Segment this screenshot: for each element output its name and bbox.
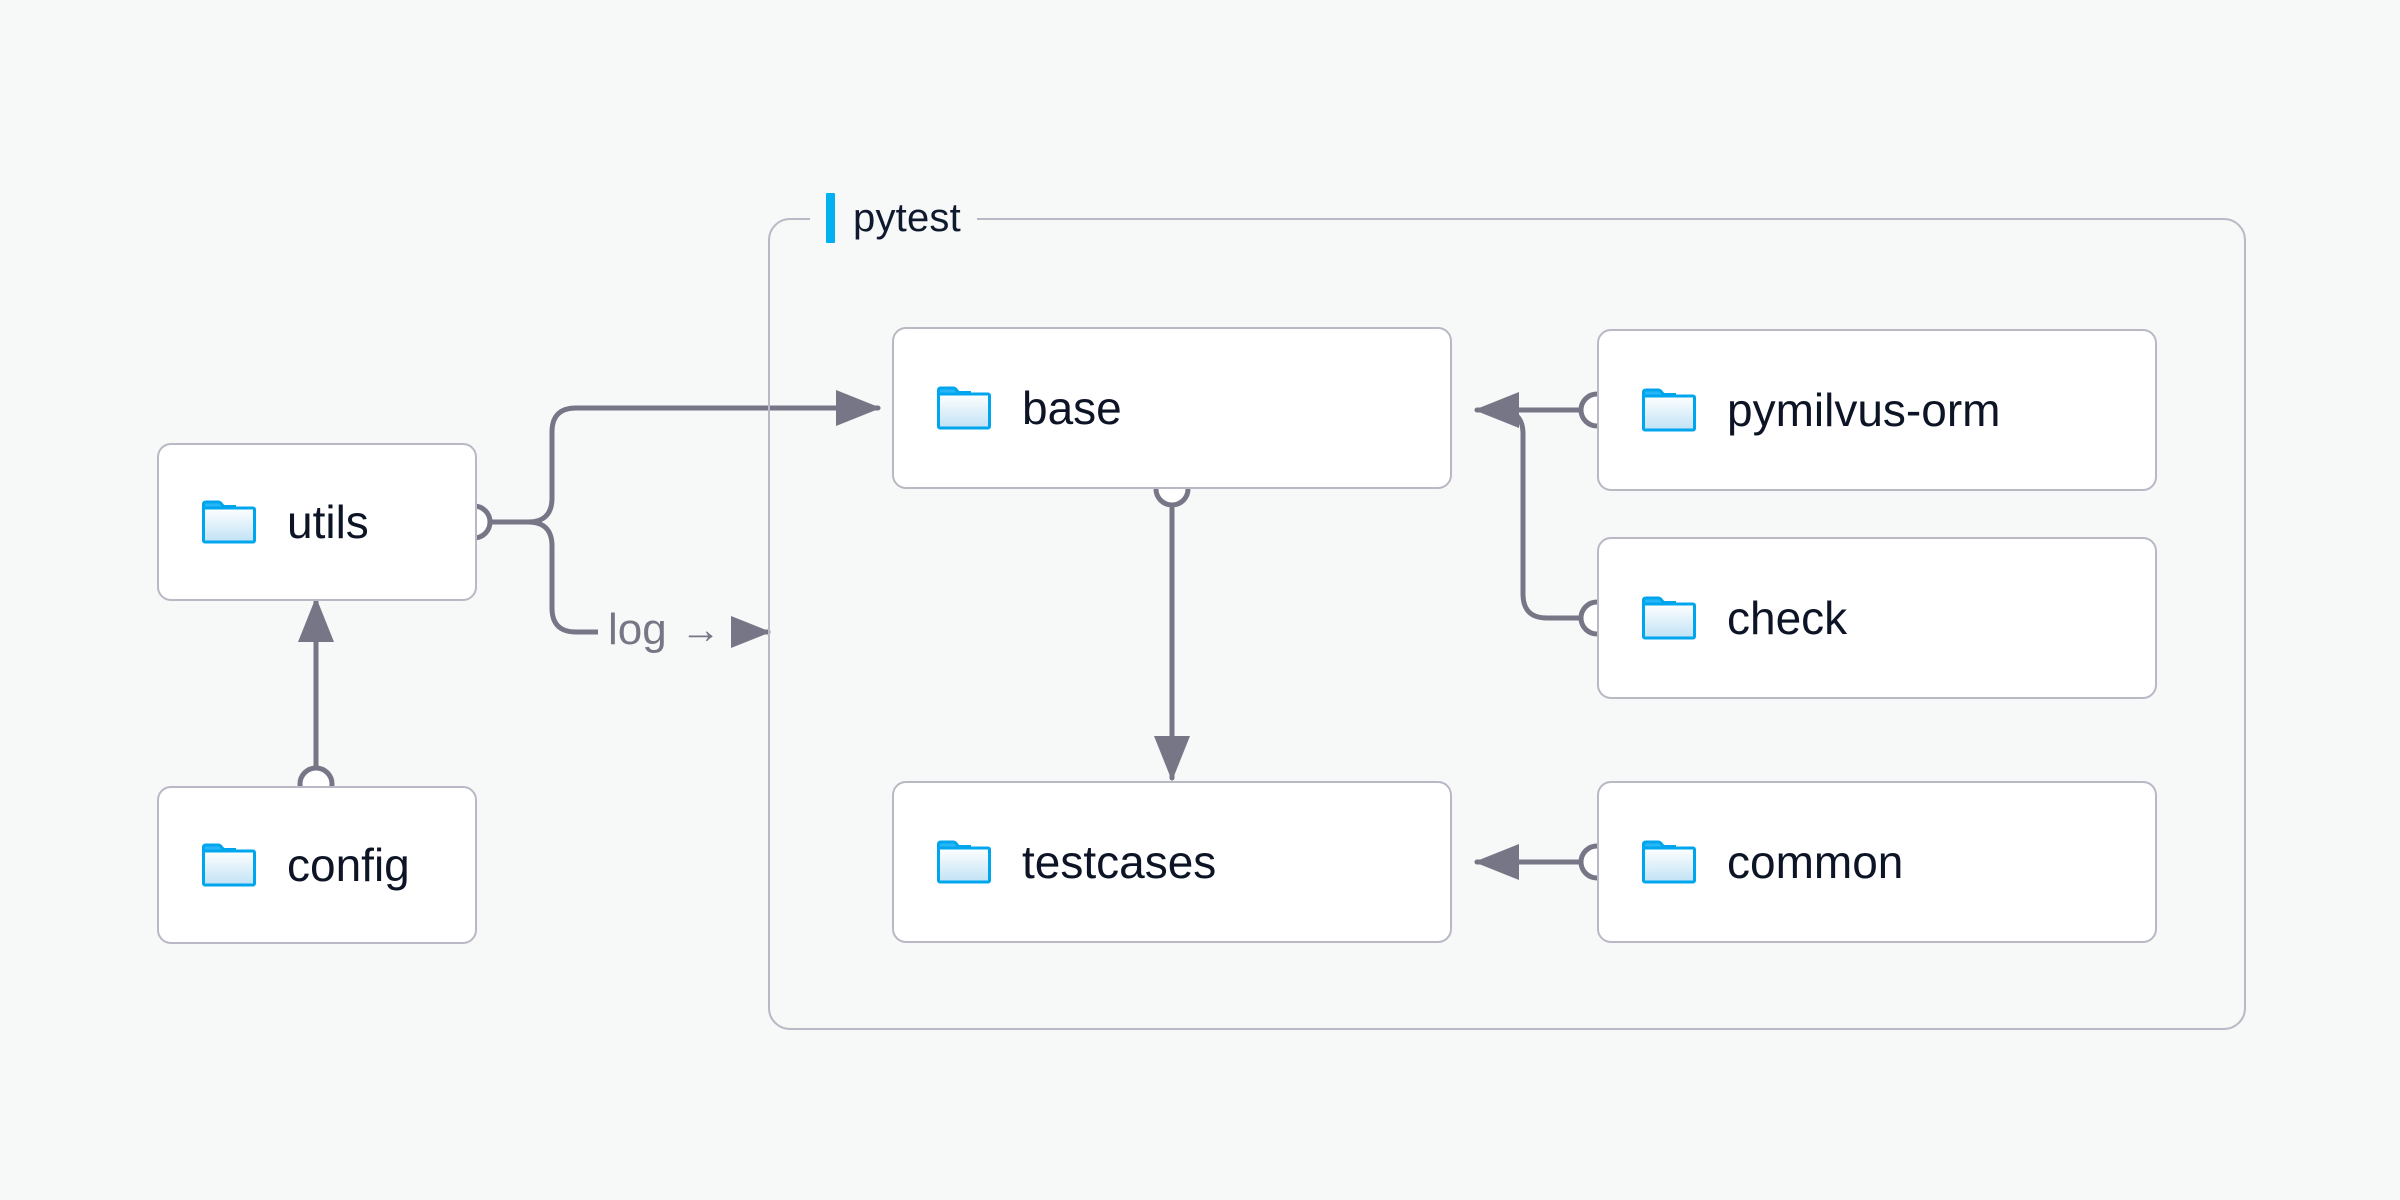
- folder-icon: [1642, 840, 1696, 884]
- edge-check-base: [1475, 407, 1582, 621]
- folder-icon: [202, 500, 256, 544]
- node-utils-label: utils: [287, 496, 369, 548]
- node-common-label: common: [1727, 836, 1904, 888]
- node-pymilvus-orm-label: pymilvus-orm: [1727, 384, 2001, 436]
- node-config-label: config: [287, 839, 410, 891]
- node-base-label: base: [1022, 382, 1122, 434]
- folder-icon: [937, 386, 991, 430]
- arrow-right-icon: →: [680, 608, 721, 652]
- node-utils[interactable]: utils: [157, 443, 477, 601]
- node-config[interactable]: config: [157, 786, 477, 944]
- folder-icon: [1642, 388, 1696, 432]
- folder-icon: [937, 840, 991, 884]
- node-testcases[interactable]: testcases: [892, 781, 1452, 943]
- folder-icon: [1642, 596, 1696, 640]
- node-check-label: check: [1727, 592, 1848, 644]
- edge-utils-log: [525, 519, 772, 650]
- node-common[interactable]: common: [1597, 781, 2157, 943]
- accent-bar-icon: [826, 193, 835, 243]
- node-testcases-label: testcases: [1022, 836, 1217, 888]
- edge-utils-base: [525, 390, 882, 525]
- node-pymilvus-orm[interactable]: pymilvus-orm: [1597, 329, 2157, 491]
- node-base[interactable]: base: [892, 327, 1452, 489]
- edge-label-log-text: log: [608, 605, 667, 654]
- node-check[interactable]: check: [1597, 537, 2157, 699]
- group-pytest[interactable]: [768, 218, 2246, 1030]
- group-pytest-title: pytest: [853, 196, 961, 240]
- folder-icon: [202, 843, 256, 887]
- edge-label-log: log →: [598, 608, 731, 652]
- group-pytest-label: pytest: [810, 190, 977, 246]
